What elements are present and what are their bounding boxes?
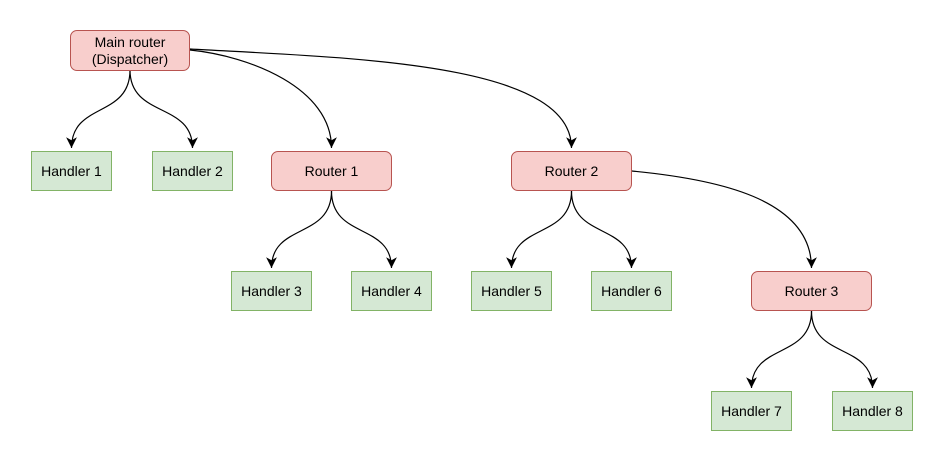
node-router-3: Router 3 — [751, 271, 872, 311]
edge-router-3-to-handler-8 — [810, 310, 878, 389]
edge-router-2-to-handler-6 — [570, 190, 637, 269]
edge-router-1-to-handler-3 — [266, 190, 333, 269]
node-router-1: Router 1 — [271, 151, 392, 191]
node-handler-4: Handler 4 — [351, 271, 432, 311]
edge-router-1-to-handler-4 — [330, 190, 397, 269]
node-handler-5: Handler 5 — [471, 271, 552, 311]
edge-main-router-to-handler-1 — [66, 69, 131, 149]
edge-router-2-to-handler-5 — [506, 190, 573, 269]
edge-main-router-to-handler-2 — [129, 69, 198, 149]
node-handler-3: Handler 3 — [231, 271, 312, 311]
edge-router-3-to-handler-7 — [746, 310, 813, 389]
node-handler-7: Handler 7 — [711, 391, 792, 431]
node-router-2: Router 2 — [511, 151, 632, 191]
node-handler-6: Handler 6 — [591, 271, 672, 311]
edge-router-2-to-router-3 — [631, 170, 817, 269]
edge-main-router-to-router-1 — [189, 49, 337, 149]
node-handler-8: Handler 8 — [832, 391, 913, 431]
node-handler-1: Handler 1 — [31, 151, 112, 191]
node-handler-2: Handler 2 — [152, 151, 233, 191]
node-main-router: Main router (Dispatcher) — [70, 30, 190, 71]
edge-main-router-to-router-2 — [189, 48, 577, 149]
